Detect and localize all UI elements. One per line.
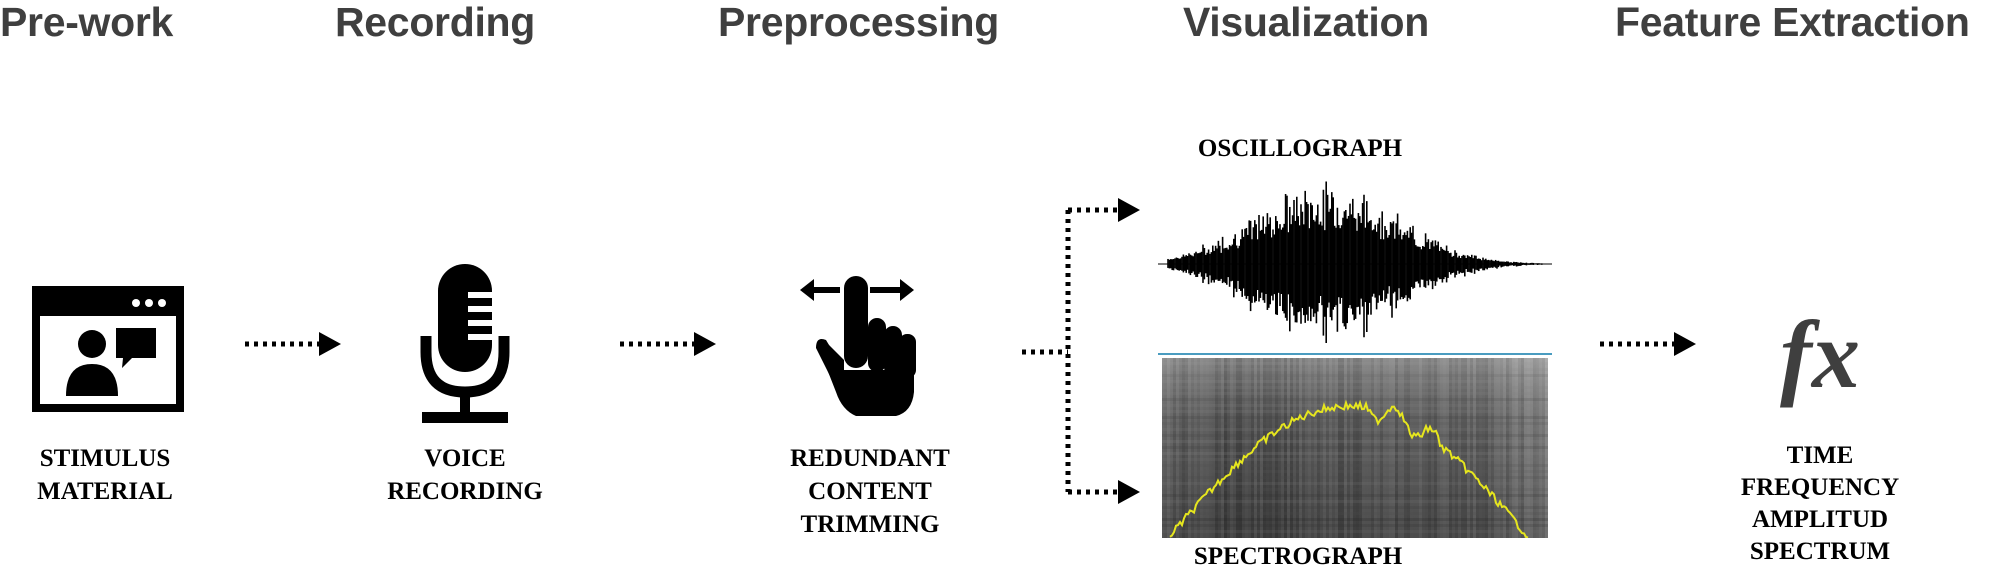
microphone-icon	[420, 264, 510, 428]
heading-visualization: Visualization	[1183, 0, 1429, 45]
arrow-3-icon	[1598, 332, 1698, 356]
oscillograph-waveform	[1158, 181, 1552, 344]
arrow-2-icon	[618, 332, 718, 356]
branch-arrow-icon	[1020, 196, 1140, 506]
video-call-icon	[32, 286, 184, 412]
swipe-hand-icon	[800, 270, 920, 422]
caption-redundant-content-trimming: REDUNDANT CONTENT TRIMMING	[790, 445, 950, 538]
caption-voice-recording: VOICE RECORDING	[387, 445, 543, 505]
heading-recording: Recording	[335, 0, 536, 45]
caption-feature-list: TIME FREQUENCY AMPLITUD SPECTRUM	[1740, 442, 1900, 565]
caption-stimulus-material: STIMULUS MATERIAL	[37, 445, 173, 505]
label-spectrograph: SPECTROGRAPH	[1193, 543, 1403, 570]
function-icon: fx	[1780, 301, 1860, 408]
spectrogram-image	[1162, 358, 1548, 538]
heading-pre-work: Pre-work	[0, 0, 174, 45]
pitch-contour	[1169, 399, 1529, 538]
label-oscillograph: OSCILLOGRAPH	[1197, 135, 1403, 162]
arrow-1-icon	[243, 332, 343, 356]
heading-preprocessing: Preprocessing	[718, 0, 999, 45]
heading-feature-extraction: Feature Extraction	[1615, 0, 1970, 45]
waveform-spectrogram-icon	[1158, 168, 1552, 538]
